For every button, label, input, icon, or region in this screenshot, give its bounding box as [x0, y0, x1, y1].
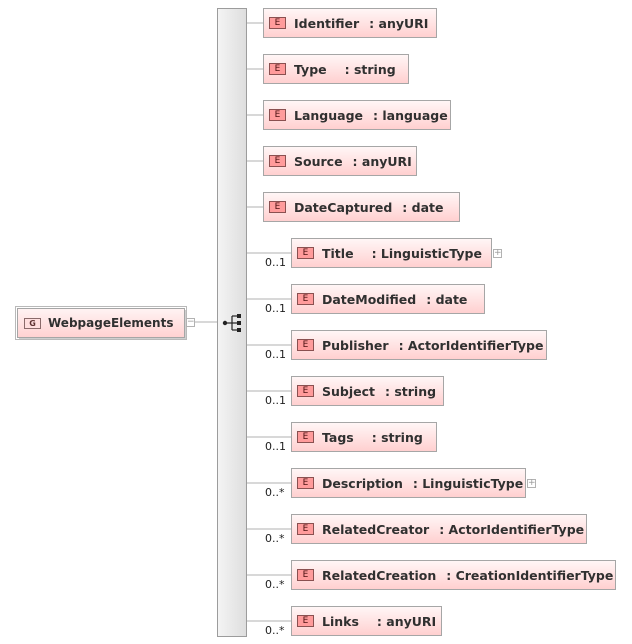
element-relatedcreation[interactable]: E RelatedCreation : CreationIdentifierTy…: [291, 560, 616, 590]
group-name: WebpageElements: [48, 316, 174, 330]
cardinality-label: 0..*: [265, 532, 285, 545]
expand-icon[interactable]: +: [493, 248, 502, 258]
element-badge: E: [269, 63, 286, 75]
element-type: : LinguisticType: [371, 245, 482, 261]
collapse-icon[interactable]: −: [186, 317, 195, 327]
element-badge: E: [269, 109, 286, 121]
element-language[interactable]: E Language : language: [263, 100, 451, 130]
element-type: : anyURI: [369, 15, 429, 31]
element-badge: E: [269, 17, 286, 29]
element-name: Tags: [322, 429, 354, 445]
element-name: Publisher: [322, 337, 389, 353]
element-title[interactable]: E Title : LinguisticType: [291, 238, 492, 268]
element-name: Type: [294, 61, 327, 77]
group-webpageelements[interactable]: G WebpageElements: [15, 306, 187, 340]
expand-icon[interactable]: +: [527, 478, 536, 488]
cardinality-label: 0..1: [265, 394, 286, 407]
element-badge: E: [297, 569, 314, 581]
element-name: RelatedCreator: [322, 521, 430, 537]
cardinality-label: 0..1: [265, 256, 286, 269]
sequence-icon: [222, 314, 241, 332]
element-relatedcreator[interactable]: E RelatedCreator : ActorIdentifierType: [291, 514, 587, 544]
element-subject[interactable]: E Subject : string: [291, 376, 444, 406]
element-badge: E: [297, 523, 314, 535]
element-tags[interactable]: E Tags : string: [291, 422, 437, 452]
element-type: : ActorIdentifierType: [439, 521, 585, 537]
element-type[interactable]: E Type : string: [263, 54, 409, 84]
element-type: : ActorIdentifierType: [398, 337, 544, 353]
element-badge: E: [297, 247, 314, 259]
element-name: Title: [322, 245, 354, 261]
element-badge: E: [297, 385, 314, 397]
element-name: DateModified: [322, 291, 417, 307]
element-type: : LinguisticType: [412, 475, 524, 491]
element-type: : language: [373, 107, 448, 123]
group-badge: G: [24, 317, 41, 329]
element-name: Language: [294, 107, 364, 123]
element-name: Source: [294, 153, 343, 169]
element-name: Identifier: [294, 15, 360, 31]
cardinality-label: 0..1: [265, 302, 286, 315]
cardinality-label: 0..*: [265, 486, 285, 499]
element-datecaptured[interactable]: E DateCaptured : date: [263, 192, 460, 222]
element-name: Description: [322, 475, 403, 491]
cardinality-label: 0..1: [265, 440, 286, 453]
element-name: RelatedCreation: [322, 567, 437, 583]
element-type: : CreationIdentifierType: [446, 567, 614, 583]
element-badge: E: [297, 477, 314, 489]
element-badge: E: [297, 615, 314, 627]
element-type: : date: [426, 291, 468, 307]
cardinality-label: 0..*: [265, 578, 285, 591]
cardinality-label: 0..1: [265, 348, 286, 361]
element-type: : anyURI: [376, 613, 437, 629]
element-type: : anyURI: [352, 153, 412, 169]
element-badge: E: [297, 339, 314, 351]
element-badge: E: [297, 431, 314, 443]
element-links[interactable]: E Links : anyURI: [291, 606, 442, 636]
element-publisher[interactable]: E Publisher : ActorIdentifierType: [291, 330, 547, 360]
element-datemodified[interactable]: E DateModified : date: [291, 284, 485, 314]
element-type: : string: [371, 429, 423, 445]
element-description[interactable]: E Description : LinguisticType: [291, 468, 526, 498]
element-badge: E: [297, 293, 314, 305]
element-source[interactable]: E Source : anyURI: [263, 146, 417, 176]
element-name: DateCaptured: [294, 199, 393, 215]
element-type: : date: [402, 199, 444, 215]
element-identifier[interactable]: E Identifier : anyURI: [263, 8, 437, 38]
element-name: Links: [322, 613, 359, 629]
element-name: Subject: [322, 383, 375, 399]
element-type: : string: [385, 383, 437, 399]
element-badge: E: [269, 155, 286, 167]
cardinality-label: 0..*: [265, 624, 285, 637]
element-badge: E: [269, 201, 286, 213]
element-type: : string: [344, 61, 396, 77]
